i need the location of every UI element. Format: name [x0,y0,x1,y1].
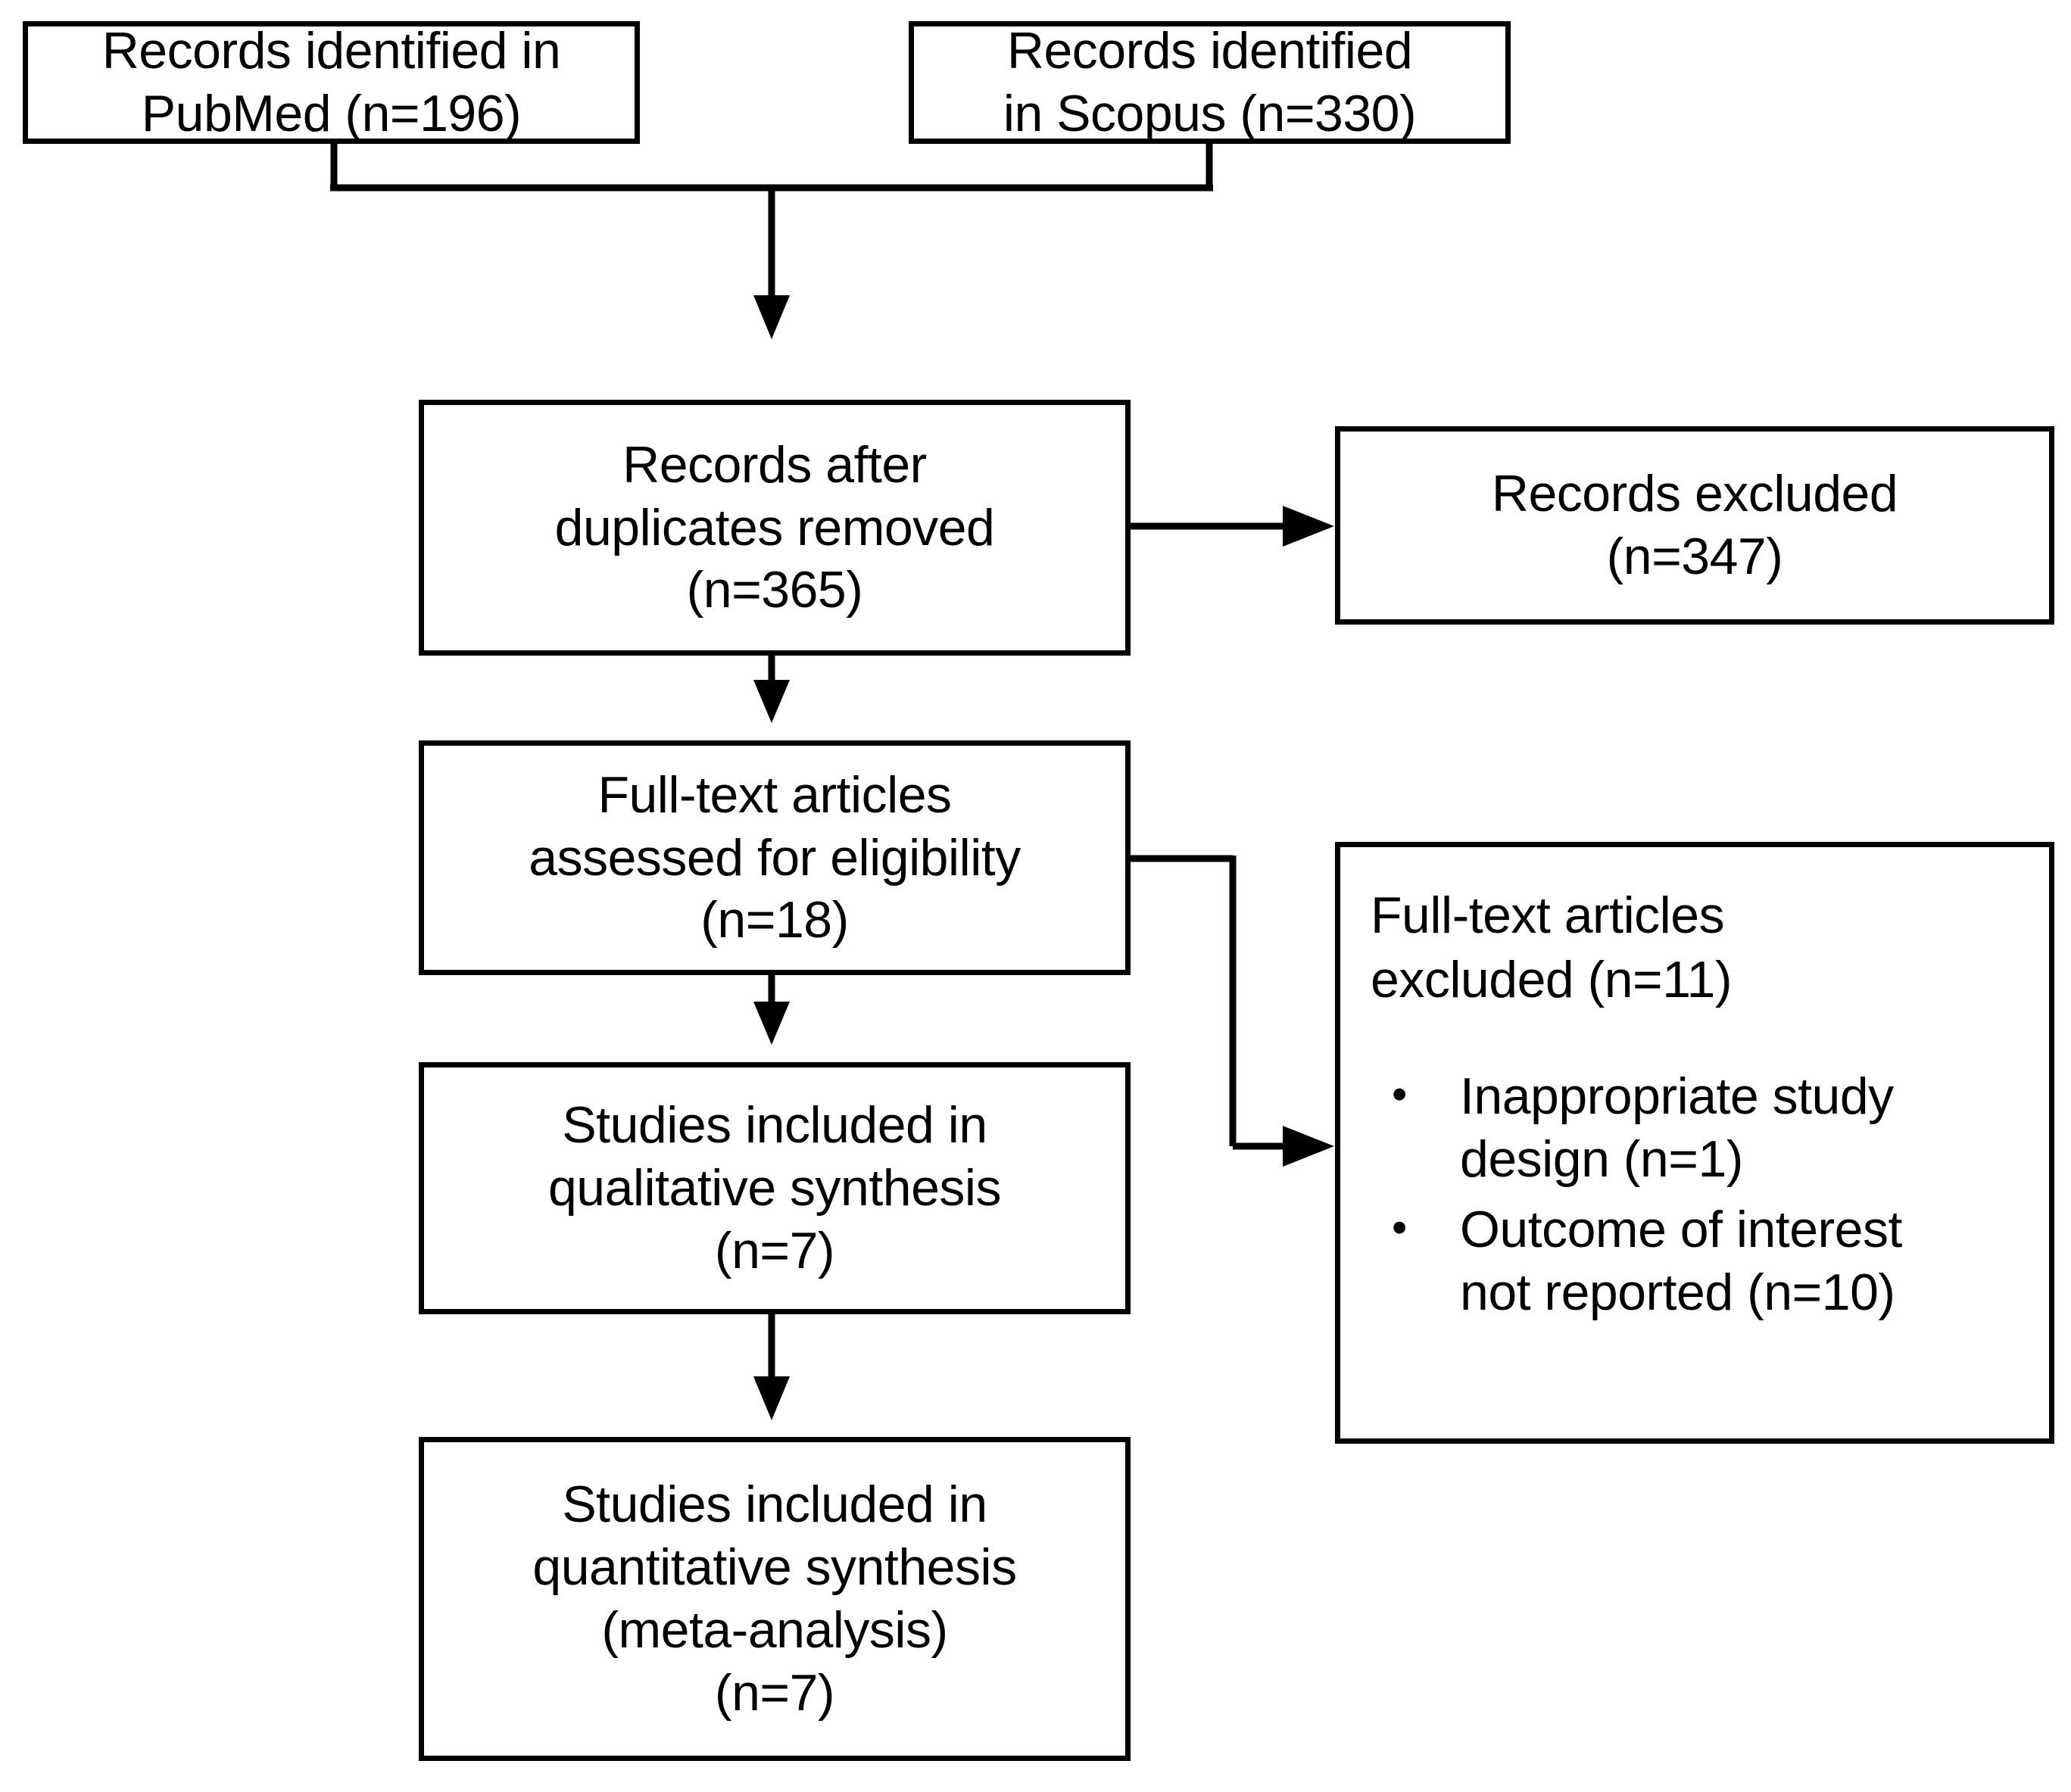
box-qualitative-line-1: Studies included in [562,1096,987,1155]
box-qualitative-line-3: (n=7) [714,1221,835,1279]
box-records-excluded: Records excluded (n=347) [1335,426,2054,625]
connector-eligibility-to-fulltext-excluded [1131,855,1287,1150]
box-eligibility-line-3: (n=18) [700,891,849,949]
arrowhead-to-qualitative [753,1002,790,1045]
bullet-icon: • [1392,1070,1407,1119]
fulltext-excluded-reason-list: • Inappropriate study design (n=1) • Out… [1371,1065,2019,1324]
box-eligibility-line-1: Full-text articles [597,765,952,824]
connector-sources-merge [330,144,1213,300]
fulltext-excluded-heading: Full-text articles excluded (n=11) [1371,884,2019,1012]
reason-2-line-2: not reported (n=10) [1460,1263,1895,1321]
box-records-after-duplicates-removed: Records after duplicates removed (n=365) [419,400,1131,656]
fulltext-excluded-heading-line-2: excluded (n=11) [1371,951,1733,1008]
arrowhead-to-eligibility [753,680,790,723]
box-dedup-line-1: Records after [622,435,927,494]
box-records-excluded-line-1: Records excluded [1491,465,1898,523]
box-pubmed-line-1: Records identified in [101,22,561,80]
box-fulltext-articles-assessed-for-eligibility: Full-text articles assessed for eligibil… [419,740,1131,975]
bullet-icon: • [1392,1202,1407,1252]
arrowhead-to-quantitative [753,1376,790,1420]
arrowhead-to-dedup [753,295,790,339]
box-quantitative-line-2: quantitative synthesis [532,1538,1017,1597]
box-fulltext-articles-excluded: Full-text articles excluded (n=11) • Ina… [1335,842,2054,1444]
box-quantitative-line-3: (meta-analysis) [601,1601,948,1659]
box-records-excluded-line-2: (n=347) [1606,528,1783,585]
box-quantitative-line-4: (n=7) [714,1663,835,1722]
box-scopus-line-1: Records identified [1006,22,1413,80]
reason-1-line-2: design (n=1) [1460,1130,1743,1188]
box-quantitative-line-1: Studies included in [562,1476,987,1534]
box-studies-included-qualitative-synthesis: Studies included in qualitative synthesi… [419,1062,1131,1314]
reason-1-line-1: Inappropriate study [1460,1067,1894,1125]
box-records-identified-pubmed: Records identified in PubMed (n=196) [23,21,640,144]
list-item: • Outcome of interest not reported (n=10… [1371,1198,2019,1324]
box-studies-included-quantitative-synthesis: Studies included in quantitative synthes… [419,1437,1131,1761]
box-dedup-line-3: (n=365) [686,561,863,619]
arrowhead-to-records-excluded [1283,506,1334,547]
fulltext-excluded-heading-line-1: Full-text articles [1371,887,1725,944]
box-scopus-line-2: in Scopus (n=330) [1003,85,1417,142]
box-dedup-line-2: duplicates removed [554,498,995,556]
box-eligibility-line-2: assessed for eligibility [529,828,1021,887]
list-item: • Inappropriate study design (n=1) [1371,1065,2019,1191]
box-pubmed-line-2: PubMed (n=196) [141,85,522,142]
box-records-identified-scopus: Records identified in Scopus (n=330) [909,21,1511,144]
reason-2-line-1: Outcome of interest [1460,1200,1902,1258]
arrowhead-to-fulltext-excluded [1283,1126,1334,1167]
box-qualitative-line-2: qualitative synthesis [547,1159,1002,1217]
